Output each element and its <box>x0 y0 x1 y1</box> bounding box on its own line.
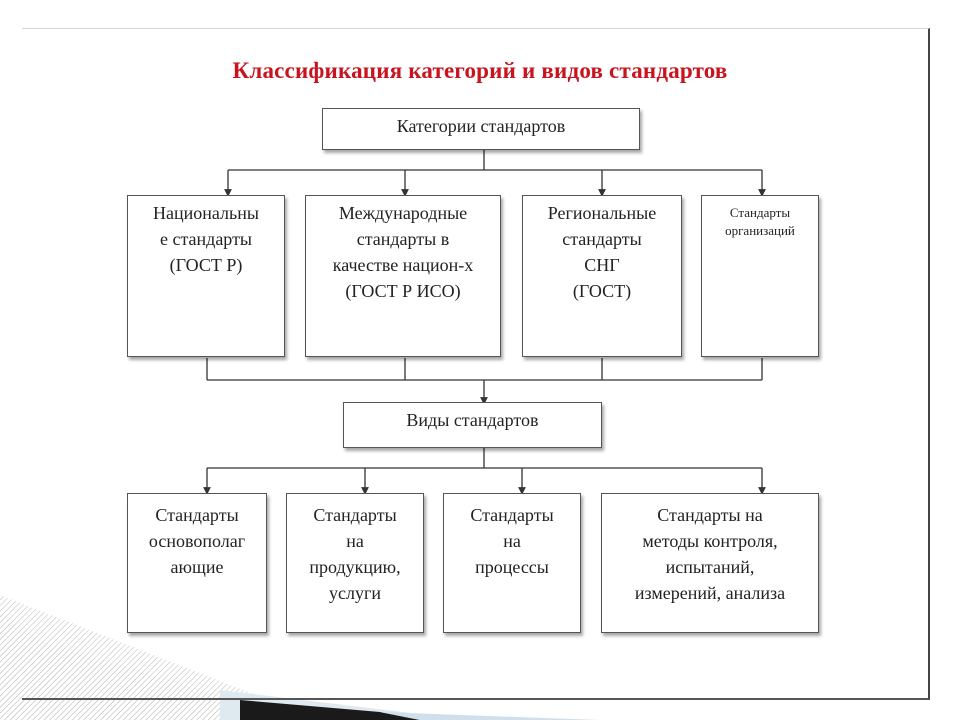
type-box-methods: Стандарты на методы контроля, испытаний,… <box>601 493 819 633</box>
type-label-methods: Стандарты на методы контроля, испытаний,… <box>634 505 786 603</box>
categories-header-label: Категории стандартов <box>396 116 566 136</box>
categories-header-box: Категории стандартов <box>322 108 640 150</box>
type-label-products: Стандарты на продукцию, услуги <box>309 505 401 603</box>
category-label-organizations: Стандарты организаций <box>725 205 795 238</box>
category-box-international: Международные стандарты в качестве нацио… <box>305 195 501 357</box>
types-header-box: Виды стандартов <box>343 402 602 448</box>
category-label-international: Международные стандарты в качестве нацио… <box>332 203 474 301</box>
category-box-organizations: Стандарты организаций <box>701 195 819 357</box>
type-box-fundamental: Стандарты основополаг ающие <box>127 493 267 633</box>
type-box-products: Стандарты на продукцию, услуги <box>286 493 424 633</box>
type-label-processes: Стандарты на процессы <box>470 505 554 577</box>
type-box-processes: Стандарты на процессы <box>443 493 581 633</box>
category-box-regional: Региональные стандарты СНГ (ГОСТ) <box>522 195 682 357</box>
category-label-regional: Региональные стандарты СНГ (ГОСТ) <box>547 203 657 301</box>
diagram-title: Классификация категорий и видов стандарт… <box>232 58 728 83</box>
slide-frame <box>22 28 930 700</box>
type-label-fundamental: Стандарты основополаг ающие <box>148 505 246 577</box>
category-box-national: Национальны е стандарты (ГОСТ Р) <box>127 195 285 357</box>
types-header-label: Виды стандартов <box>406 410 539 430</box>
category-label-national: Национальны е стандарты (ГОСТ Р) <box>153 203 259 275</box>
